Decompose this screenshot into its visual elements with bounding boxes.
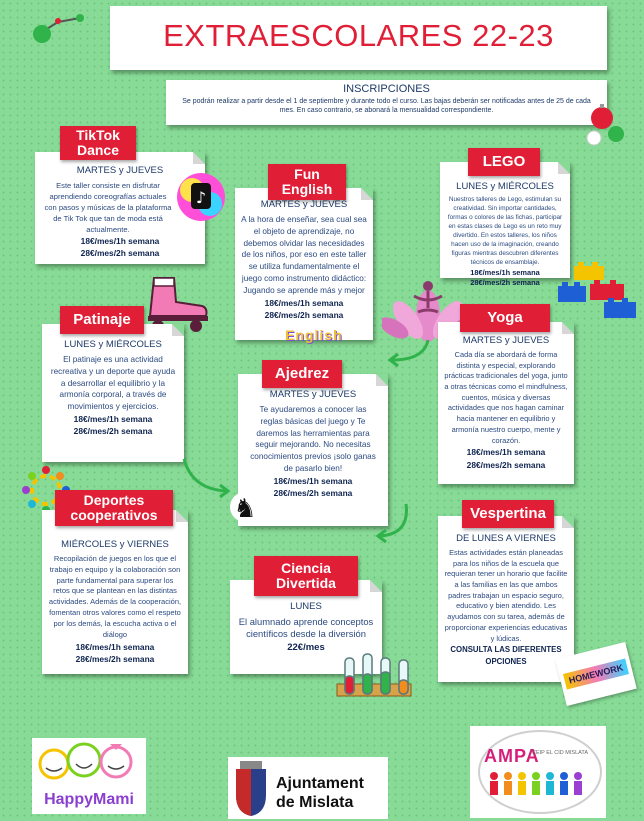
arrow-patinaje-ajedrez xyxy=(182,458,231,499)
ampa-children-icon xyxy=(490,772,582,795)
tiktok-label-text: TikTok Dance xyxy=(76,126,120,158)
english-card: MARTES y JUEVES A la hora de enseñar, se… xyxy=(235,188,373,340)
vespertina-label: Vespertina xyxy=(462,500,554,528)
tiktok-icon: ♪ xyxy=(177,173,225,221)
ciencia-days: LUNES xyxy=(290,601,322,612)
english-price-1: 18€/mes/1h semana xyxy=(264,298,344,308)
lego-label: LEGO xyxy=(468,148,540,176)
ciencia-label: Ciencia Divertida xyxy=(254,556,358,596)
page-title-text: EXTRAESCOLARES 22-23 xyxy=(163,18,554,53)
yoga-price-2: 28€/mes/2h semana xyxy=(466,459,546,470)
patinaje-card: LUNES y MIÉRCOLES El patinaje es una act… xyxy=(42,324,184,462)
ciencia-price: 22€/mes xyxy=(287,642,325,654)
ayuntamiento-text-2: de Mislata xyxy=(276,794,354,811)
ampa-logo: AMPA CEIP EL CID MISLATA xyxy=(470,726,606,818)
ampa-subtext: CEIP EL CID MISLATA xyxy=(531,750,589,756)
ajedrez-price-1: 18€/mes/1h semana xyxy=(273,476,353,487)
yoga-price-1: 18€/mes/1h semana xyxy=(466,447,546,458)
ajedrez-days: MARTES y JUEVES xyxy=(269,389,357,400)
lego-label-text: LEGO xyxy=(482,152,526,170)
patinaje-label: Patinaje xyxy=(60,306,144,334)
page-title: EXTRAESCOLARES 22-23 xyxy=(110,6,607,70)
ajedrez-card: MARTES y JUEVES Te ayudaremos a conocer … xyxy=(238,374,388,526)
lego-desc: Nuestros talleres de Lego, estimulan su … xyxy=(447,195,563,266)
english-price-2: 28€/mes/2h semana xyxy=(264,310,344,321)
svg-text:♪: ♪ xyxy=(196,188,206,207)
inscripciones-box: INSCRIPCIONES Se podrán realizar a parti… xyxy=(166,80,607,125)
tiktok-desc: Este taller consiste en disfrutar aprend… xyxy=(44,180,172,234)
lego-price-1: 18€/mes/1h semana xyxy=(470,267,540,277)
yoga-days: MARTES y JUEVES xyxy=(462,335,550,346)
arrow-vespertina-ajedrez xyxy=(375,503,408,544)
ajedrez-price-2: 28€/mes/2h semana xyxy=(273,488,353,499)
molecule-icon xyxy=(33,14,84,43)
english-label-text: Fun English xyxy=(281,165,333,197)
lego-price-2: 28€/mes/2h semana xyxy=(470,278,540,288)
patinaje-label-text: Patinaje xyxy=(73,310,131,328)
arrow-yoga-ajedrez xyxy=(387,339,430,368)
tiktok-price-1: 18€/mes/1h semana xyxy=(80,235,160,246)
english-badge: English xyxy=(285,327,343,343)
roller-skate-icon xyxy=(148,277,208,332)
yoga-desc: Cada día se abordará de forma distinta y… xyxy=(444,349,568,445)
inscripciones-text: Se podrán realizar a partir desde el 1 d… xyxy=(182,98,591,115)
yoga-label-text: Yoga xyxy=(487,308,523,326)
mislata-shield-icon xyxy=(236,761,266,816)
deportes-days: MIÉRCOLES y VIERNES xyxy=(61,539,169,550)
vespertina-days: DE LUNES A VIERNES xyxy=(456,533,556,544)
chess-knight-icon: ♞ xyxy=(230,492,260,524)
homework-badge-text: HOMEWORK xyxy=(563,658,629,690)
svg-text:♞: ♞ xyxy=(233,494,256,524)
ampa-text: AMPA xyxy=(484,746,540,766)
deportes-price-2: 28€/mes/2h semana xyxy=(75,653,155,664)
tiktok-days: MARTES y JUEVES xyxy=(76,165,164,176)
patinaje-days: LUNES y MIÉRCOLES xyxy=(64,339,162,350)
patinaje-price-1: 18€/mes/1h semana xyxy=(73,414,153,425)
lego-bricks-icon xyxy=(558,262,636,318)
deportes-label-text: Deportes cooperativos xyxy=(70,491,158,523)
happymami-faces-icon xyxy=(38,742,133,780)
tiktok-card: MARTES y JUEVES Este taller consiste en … xyxy=(35,152,205,264)
deportes-desc: Recopilación de juegos en los que el tra… xyxy=(48,553,182,639)
inscripciones-heading: INSCRIPCIONES xyxy=(343,83,430,95)
ajedrez-label: Ajedrez xyxy=(262,360,342,388)
patinaje-desc: El patinaje es una actividad recreativa … xyxy=(50,354,176,412)
test-tubes-icon xyxy=(336,653,412,697)
yoga-label: Yoga xyxy=(460,304,550,332)
deportes-label: Deportes cooperativos xyxy=(55,490,173,526)
vespertina-note: CONSULTA LAS DIFERENTES OPCIONES xyxy=(450,645,562,666)
ayuntamiento-logo: Ajuntament de Mislata xyxy=(228,757,388,819)
patinaje-price-2: 28€/mes/2h semana xyxy=(73,426,153,437)
vespertina-label-text: Vespertina xyxy=(470,504,546,522)
ayuntamiento-text-1: Ajuntament xyxy=(276,775,364,792)
vespertina-card: DE LUNES A VIERNES Estas actividades est… xyxy=(438,516,574,682)
yoga-card: MARTES y JUEVES Cada día se abordará de … xyxy=(438,322,574,484)
lego-days: LUNES y MIÉRCOLES xyxy=(456,181,554,192)
english-label: Fun English xyxy=(268,164,346,200)
lego-card: LUNES y MIÉRCOLES Nuestros talleres de L… xyxy=(440,162,570,287)
ajedrez-label-text: Ajedrez xyxy=(274,364,330,382)
happymami-logo: HappyMami xyxy=(32,738,146,814)
ciencia-desc: El alumnado aprende conceptos científico… xyxy=(238,615,374,640)
ciencia-label-text: Ciencia Divertida xyxy=(276,559,336,591)
happymami-text: HappyMami xyxy=(44,791,134,808)
deportes-price-1: 18€/mes/1h semana xyxy=(75,641,155,652)
english-desc: A la hora de enseñar, sea cual sea el ob… xyxy=(241,214,367,296)
english-days: MARTES y JUEVES xyxy=(260,199,348,210)
vespertina-desc: Estas actividades están planeadas para l… xyxy=(444,547,568,643)
deportes-card: MIÉRCOLES y VIERNES Recopilación de jueg… xyxy=(42,510,188,674)
tiktok-price-2: 28€/mes/2h semana xyxy=(80,247,160,258)
tiktok-label: TikTok Dance xyxy=(60,126,136,160)
ajedrez-desc: Te ayudaremos a conocer las reglas básic… xyxy=(250,404,376,474)
ornaments-icon xyxy=(586,104,624,146)
